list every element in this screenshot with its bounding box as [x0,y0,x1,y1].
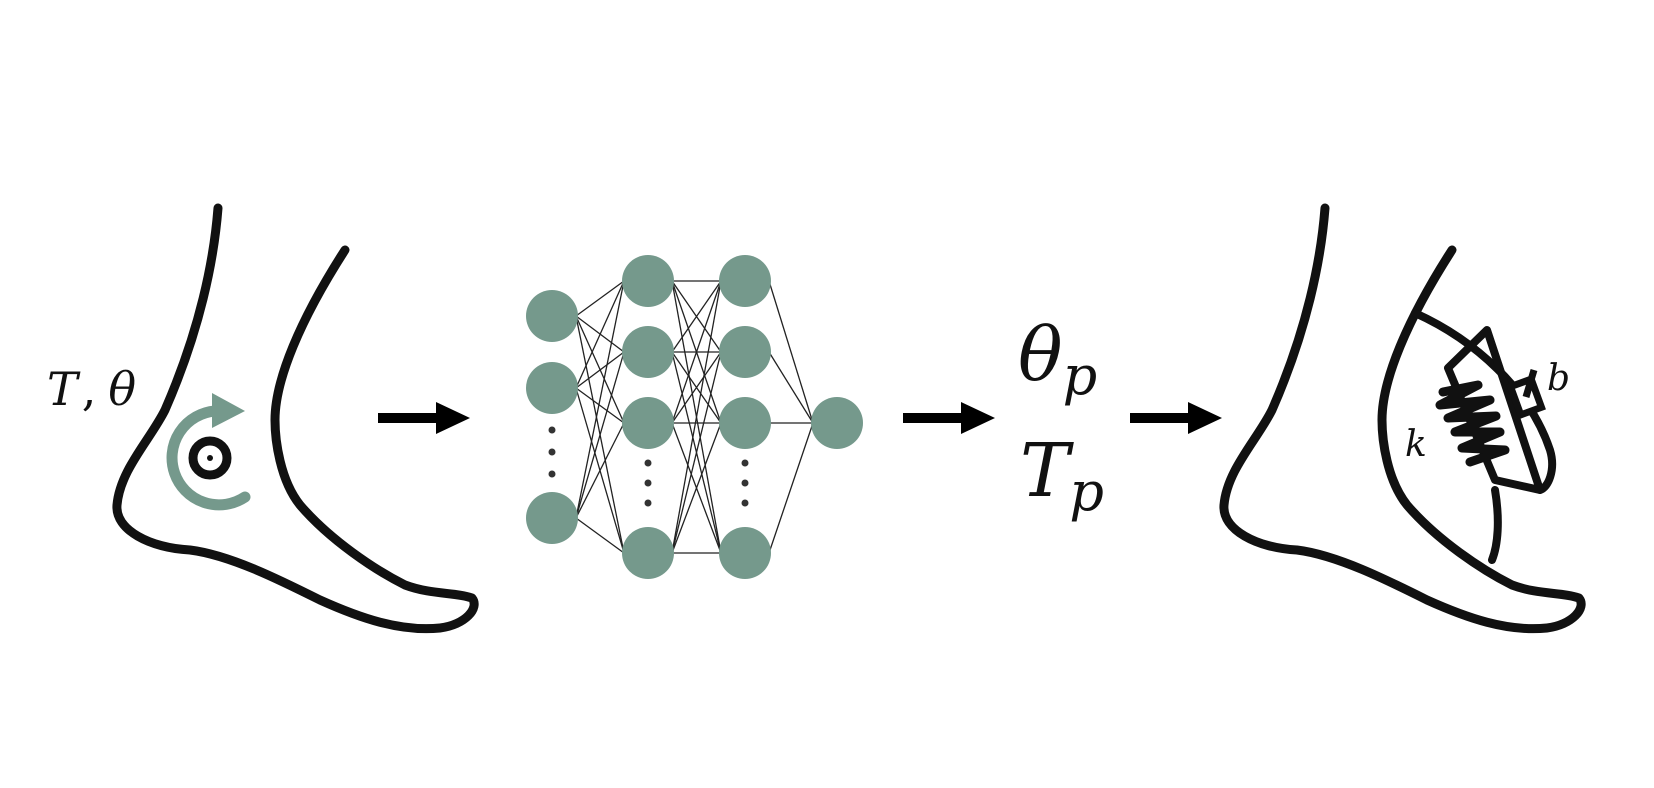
device-arc-top [1411,309,1557,494]
neural-network [526,255,863,579]
right-foot-icon [1219,203,1586,634]
damper-rod [1522,369,1538,398]
network-edge [575,517,625,554]
rotation-arc [166,405,251,511]
input-angle-label: θ [108,362,136,416]
network-edge [768,351,814,424]
output-torque: Tp [1020,428,1104,523]
network-node [622,326,674,378]
network-node [622,527,674,579]
output-torque-subscript: p [1069,460,1104,523]
network-layer-3 [719,255,771,579]
ellipsis-dot [548,448,556,456]
network-node [622,397,674,449]
network-node [526,362,578,414]
network-node [719,397,771,449]
ellipsis-dot [741,479,749,487]
ellipsis-dot [548,426,556,434]
rotation-arrow-icon [166,393,251,511]
input-separator: , [82,362,97,416]
output-theta-symbol: θ [1018,312,1063,398]
ankle-joint-icon [188,436,232,480]
ellipsis-dot [548,470,556,478]
ellipsis-dot [644,499,652,507]
spring-damper-icon [1411,309,1557,564]
left-foot-icon [112,203,479,634]
joint-ring [188,436,232,480]
network-edge [575,351,625,389]
rotation-arrow-head [212,393,245,428]
ellipsis-dot [644,459,652,467]
ellipsis-dot [741,499,749,507]
input-torque-label: T [47,362,81,416]
arrow-output-to-model [1130,402,1222,434]
network-node [811,397,863,449]
network-edge [575,422,625,519]
network-edge [768,280,814,424]
output-theta: θp [1018,312,1097,407]
network-edge [671,280,722,424]
network-edge [575,280,625,389]
damping-label: b [1547,358,1570,399]
network-edge [671,422,722,554]
network-edge [671,280,722,353]
network-node [719,255,771,307]
output-theta-subscript: p [1063,344,1098,407]
output-torque-symbol: T [1020,428,1074,514]
network-layer-1 [526,290,578,544]
arrow-input-to-network [378,402,470,434]
network-edge [575,280,625,519]
network-layer-2 [622,255,674,579]
stiffness-label: k [1405,424,1427,465]
network-node [526,290,578,342]
device-arc-bottom [1488,486,1502,564]
network-edge [575,351,625,519]
network-edge [671,351,722,554]
network-node [719,326,771,378]
network-node [719,527,771,579]
network-edges [575,280,814,554]
left-foot-back-outline [112,203,479,634]
ellipsis-dot [644,479,652,487]
network-edge [671,280,722,554]
network-layer-4 [811,397,863,449]
network-edge [768,422,814,554]
spring-coil-icon [1435,380,1510,467]
ellipsis-dot [741,459,749,467]
right-foot-back-outline [1219,203,1586,634]
network-edge [575,387,625,424]
network-node [622,255,674,307]
input-label: T,θ [47,362,136,416]
network-node [526,492,578,544]
arrow-network-to-output [903,402,995,434]
network-edge [671,351,722,424]
joint-center [207,455,213,461]
network-edge [575,280,625,317]
